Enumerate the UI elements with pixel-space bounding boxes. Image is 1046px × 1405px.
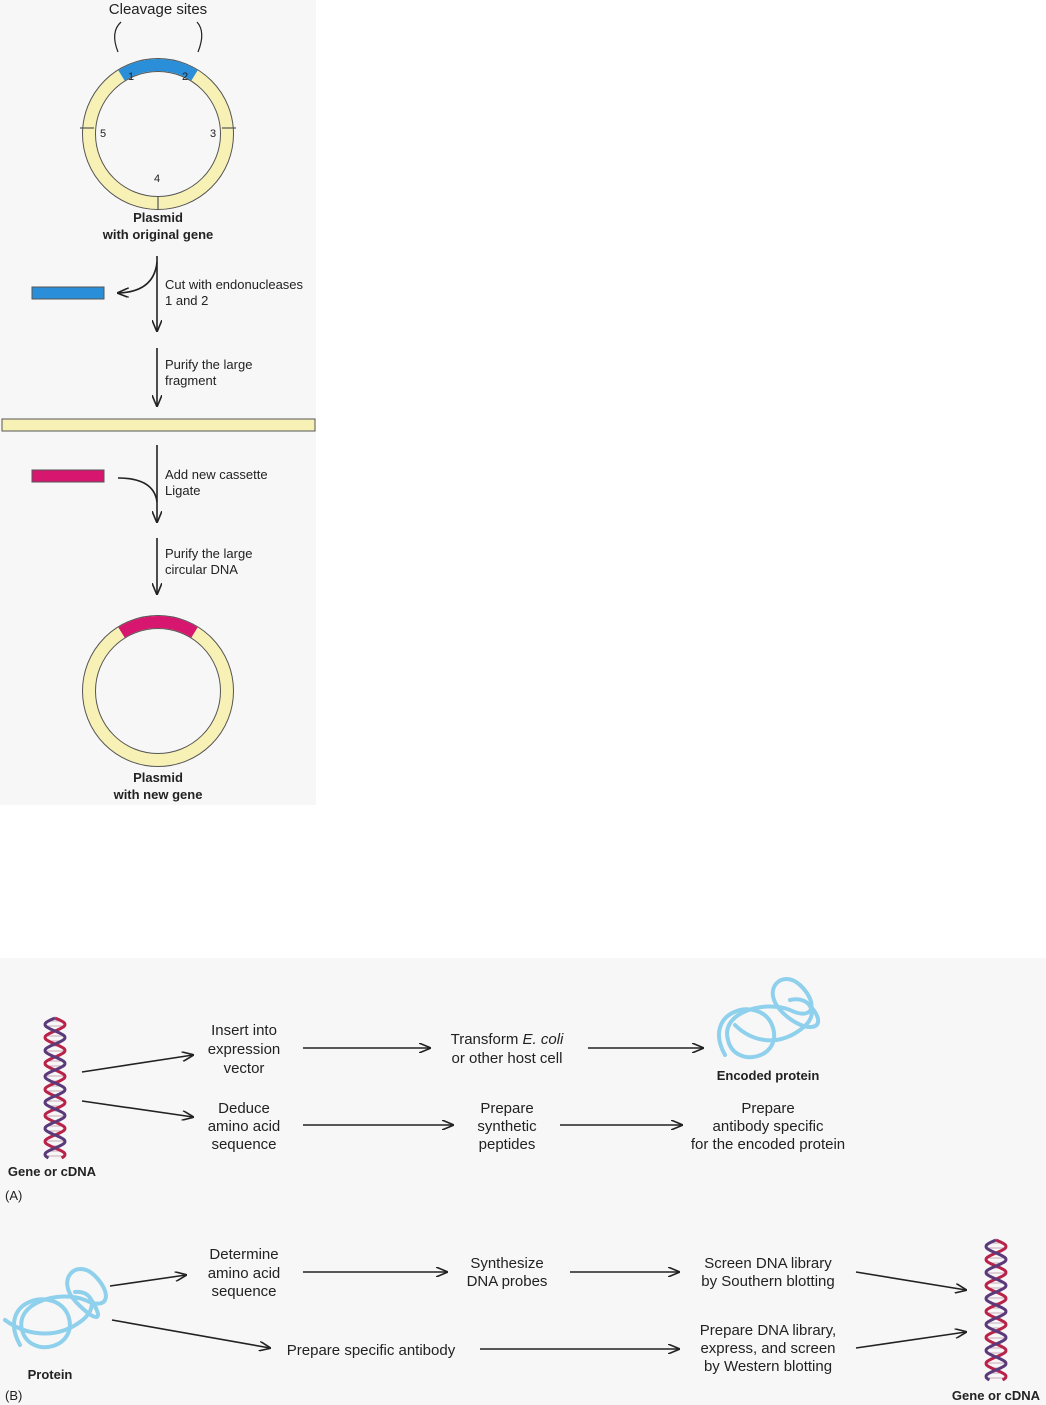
synthesize-line2: DNA probes xyxy=(467,1273,548,1290)
new-plasmid-ring xyxy=(83,616,233,766)
determine-line1: Determine xyxy=(209,1246,278,1263)
transform-line1: Transform E. coli xyxy=(451,1031,564,1048)
gene-cdna-label-a: Gene or cDNA xyxy=(8,1164,97,1179)
deduce-line1: Deduce xyxy=(218,1100,270,1117)
plasmid-new xyxy=(82,615,234,767)
insert-line2: expression xyxy=(208,1041,281,1058)
site-2-label: 2 xyxy=(182,71,188,83)
tag-a: (A) xyxy=(5,1188,22,1203)
step-purify-circular-line1: Purify the large xyxy=(165,546,252,561)
gene-cdna-label-b: Gene or cDNA xyxy=(952,1388,1041,1403)
cleavage-bracket-left xyxy=(114,21,122,53)
screen-line2: by Southern blotting xyxy=(701,1273,834,1290)
prepare-specific-antibody: Prepare specific antibody xyxy=(287,1342,456,1359)
arrow-gene-to-deduce xyxy=(81,1100,193,1117)
arrow-protein-to-determine xyxy=(109,1275,186,1287)
arrow-screen-to-gene xyxy=(855,1271,966,1290)
insert-line3: vector xyxy=(224,1060,265,1077)
new-cassette xyxy=(31,469,105,483)
library-line2: express, and screen xyxy=(700,1340,835,1357)
peptides-line1: Prepare xyxy=(480,1100,533,1117)
step-purify-fragment-line2: fragment xyxy=(165,373,217,388)
determine-line3: sequence xyxy=(211,1283,276,1300)
step-add-line2: Ligate xyxy=(165,483,200,498)
new-gene-segment xyxy=(118,616,198,638)
arrow-library-to-gene xyxy=(855,1332,966,1349)
library-line3: by Western blotting xyxy=(704,1358,832,1375)
cassette-join-line xyxy=(117,477,158,503)
determine-line2: amino acid xyxy=(208,1265,281,1282)
dna-helix-b xyxy=(984,1238,1008,1382)
dna-helix-a xyxy=(43,1016,67,1160)
plasmid-new-subtitle: with new gene xyxy=(113,787,203,802)
transform-prefix: Transform xyxy=(451,1031,523,1048)
step-cut-line1: Cut with endonucleases xyxy=(165,277,304,292)
antibody-a-line2: antibody specific xyxy=(713,1118,824,1135)
site-4-label: 4 xyxy=(154,173,160,185)
antibody-a-line3: for the encoded protein xyxy=(691,1136,845,1153)
site-5-label: 5 xyxy=(100,128,106,140)
site-3-label: 3 xyxy=(210,128,216,140)
dna-strand xyxy=(984,1238,1008,1382)
plasmid-original-subtitle: with original gene xyxy=(102,227,214,242)
site-1-label: 1 xyxy=(128,71,134,83)
plasmid-new-title: Plasmid xyxy=(133,770,183,785)
protein-icon xyxy=(3,1267,108,1350)
screen-line1: Screen DNA library xyxy=(704,1255,832,1272)
encoded-protein-label: Encoded protein xyxy=(717,1068,820,1083)
dna-strand xyxy=(43,1016,67,1160)
deduce-line2: amino acid xyxy=(208,1118,281,1135)
peptides-line3: peptides xyxy=(479,1136,536,1153)
transform-line2: or other host cell xyxy=(452,1050,563,1067)
deduce-line3: sequence xyxy=(211,1136,276,1153)
excise-arrow xyxy=(118,261,158,293)
transform-ecoli: E. coli xyxy=(523,1031,565,1048)
insert-line1: Insert into xyxy=(211,1022,277,1039)
plasmid-original xyxy=(80,58,236,210)
step-purify-fragment-line1: Purify the large xyxy=(165,357,252,372)
synthesize-line1: Synthesize xyxy=(470,1255,543,1272)
cleavage-bracket-right xyxy=(196,21,203,53)
library-line1: Prepare DNA library, xyxy=(700,1322,836,1339)
step-add-line1: Add new cassette xyxy=(165,467,268,482)
arrow-protein-to-antibody xyxy=(111,1319,270,1348)
tag-b: (B) xyxy=(5,1388,22,1403)
original-gene-segment xyxy=(118,59,198,81)
cleavage-sites-label: Cleavage sites xyxy=(109,1,207,18)
protein-label: Protein xyxy=(28,1367,73,1382)
linear-large-fragment xyxy=(1,418,316,432)
arrow-gene-to-insert xyxy=(81,1055,193,1073)
encoded-protein-icon xyxy=(717,977,820,1060)
peptides-line2: synthetic xyxy=(477,1118,537,1135)
excised-original-gene xyxy=(31,286,105,300)
plasmid-original-title: Plasmid xyxy=(133,210,183,225)
antibody-a-line1: Prepare xyxy=(741,1100,794,1117)
step-purify-circular-line2: circular DNA xyxy=(165,562,238,577)
step-cut-line2: 1 and 2 xyxy=(165,293,208,308)
